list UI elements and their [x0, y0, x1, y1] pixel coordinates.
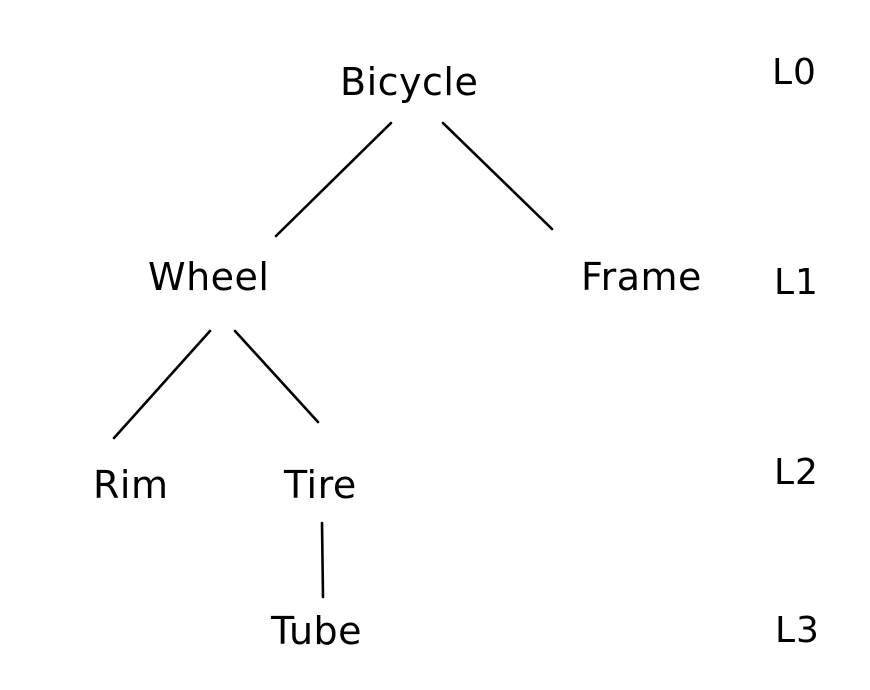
level-label-l3: L3 [775, 610, 820, 651]
node-bicycle: Bicycle [340, 60, 479, 104]
level-label-l1: L1 [774, 262, 819, 303]
node-tire: Tire [284, 463, 357, 507]
node-rim: Rim [93, 463, 169, 507]
edge-tire-tube [320, 521, 325, 599]
level-label-l2: L2 [774, 452, 819, 493]
level-label-l0: L0 [772, 52, 817, 93]
edge-bicycle-frame [441, 121, 554, 231]
node-tube: Tube [271, 609, 363, 653]
node-frame: Frame [581, 255, 702, 299]
edge-wheel-tire [233, 329, 320, 424]
node-wheel: Wheel [148, 255, 270, 299]
edge-wheel-rim [112, 329, 212, 440]
edge-bicycle-wheel [274, 121, 393, 238]
